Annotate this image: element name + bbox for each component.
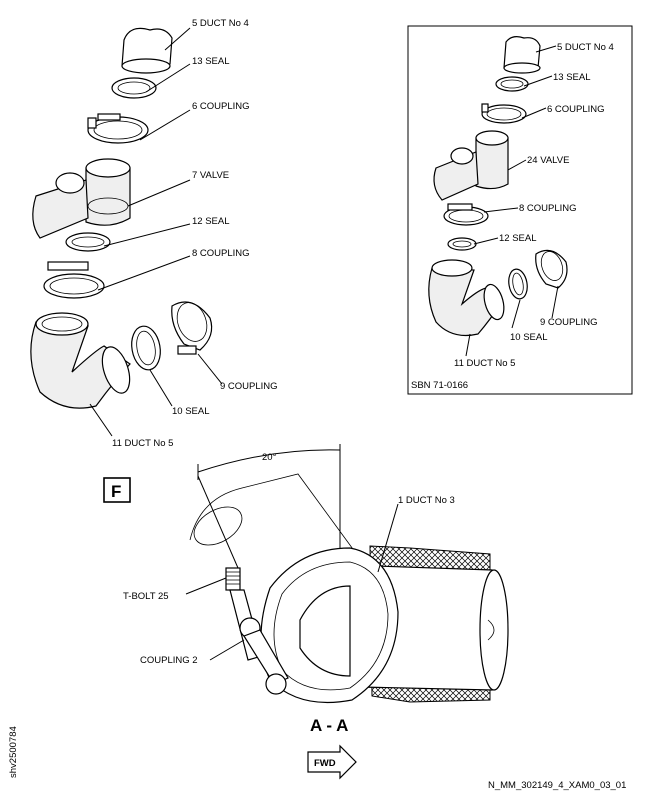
coupling-2-part: [260, 547, 399, 704]
inset-coupling-6-part: [481, 103, 527, 124]
drawing-reference: N_MM_302149_4_XAM0_03_01: [488, 780, 626, 791]
label-valve-7: 7 VALVE: [192, 170, 229, 181]
label-coupling-9: 9 COUPLING: [220, 381, 278, 392]
seal-12-part: [65, 232, 111, 252]
angle-value: 20°: [262, 452, 277, 463]
inset-coupling-9-part: [535, 249, 568, 289]
label-seal-10: 10 SEAL: [172, 406, 210, 417]
inset-reference: SBN 71-0166: [411, 380, 468, 391]
label-duct-no4: 5 DUCT No 4: [192, 18, 249, 29]
seal-10-part: [131, 325, 161, 371]
leader-tbolt: [185, 577, 227, 595]
inset-label-duct-no5: 11 DUCT No 5: [454, 358, 515, 369]
tbolt-25-part: [225, 567, 289, 695]
label-duct-no5: 11 DUCT No 5: [112, 438, 173, 449]
inset-seal-12-part: [447, 237, 477, 251]
inset-label-seal-12: 12 SEAL: [499, 233, 537, 244]
inset-frame: [407, 25, 633, 395]
label-coupling-8: 8 COUPLING: [192, 248, 250, 259]
fwd-arrow: FWD: [307, 744, 357, 780]
inset-view: 5 DUCT No 4 13 SEAL 6 COUPLING 24 VALVE …: [407, 25, 633, 395]
inset-duct-no5-part: [428, 259, 505, 337]
main-exploded-view: 5 DUCT No 4 13 SEAL 6 COUPLING 7 VALVE 1…: [30, 18, 278, 449]
main-leader-lines: [89, 27, 223, 437]
side-code: shv2500784: [8, 726, 19, 778]
duct-phantom-position: [189, 473, 359, 557]
inset-label-seal-13: 13 SEAL: [553, 72, 591, 83]
inset-valve-24-part: [433, 130, 509, 201]
duct-phantom-end: [193, 506, 243, 546]
label-coupling-2: COUPLING 2: [140, 655, 198, 666]
leader-coupling-2: [209, 639, 245, 661]
inset-label-coupling-8: 8 COUPLING: [519, 203, 577, 214]
detail-view: F 20°: [103, 444, 509, 780]
leader-duct-no3: [377, 503, 399, 573]
inset-leader-lines: [465, 45, 559, 357]
valve-7-part: [32, 158, 131, 239]
inset-seal-13-part: [495, 76, 529, 92]
inset-label-seal-10: 10 SEAL: [510, 332, 548, 343]
label-seal-12: 12 SEAL: [192, 216, 230, 227]
duct-no4-part: [121, 27, 173, 74]
inset-seal-10-part: [508, 268, 528, 300]
label-duct-no3: 1 DUCT No 3: [398, 495, 455, 506]
view-letter: F: [111, 482, 121, 501]
angle-dimension: 20°: [197, 444, 341, 569]
inset-label-valve-24: 24 VALVE: [527, 155, 569, 166]
section-label: A - A: [310, 716, 348, 735]
view-letter-box: [103, 477, 131, 503]
seal-13-part: [111, 77, 157, 99]
coupling-6-part: [87, 113, 149, 144]
inset-coupling-8-part: [443, 203, 489, 226]
coupling-8-part: [43, 261, 105, 299]
label-seal-13: 13 SEAL: [192, 56, 230, 67]
duct-no5-part: [30, 312, 131, 409]
label-coupling-6: 6 COUPLING: [192, 101, 250, 112]
inset-label-duct-no4: 5 DUCT No 4: [557, 42, 614, 53]
label-tbolt-25: T-BOLT 25: [123, 591, 169, 602]
inset-duct-no4-part: [503, 36, 541, 74]
coupling-9-part: [171, 301, 213, 355]
fwd-label: FWD: [314, 758, 336, 769]
inset-label-coupling-6: 6 COUPLING: [547, 104, 605, 115]
inset-label-coupling-9: 9 COUPLING: [540, 317, 598, 328]
